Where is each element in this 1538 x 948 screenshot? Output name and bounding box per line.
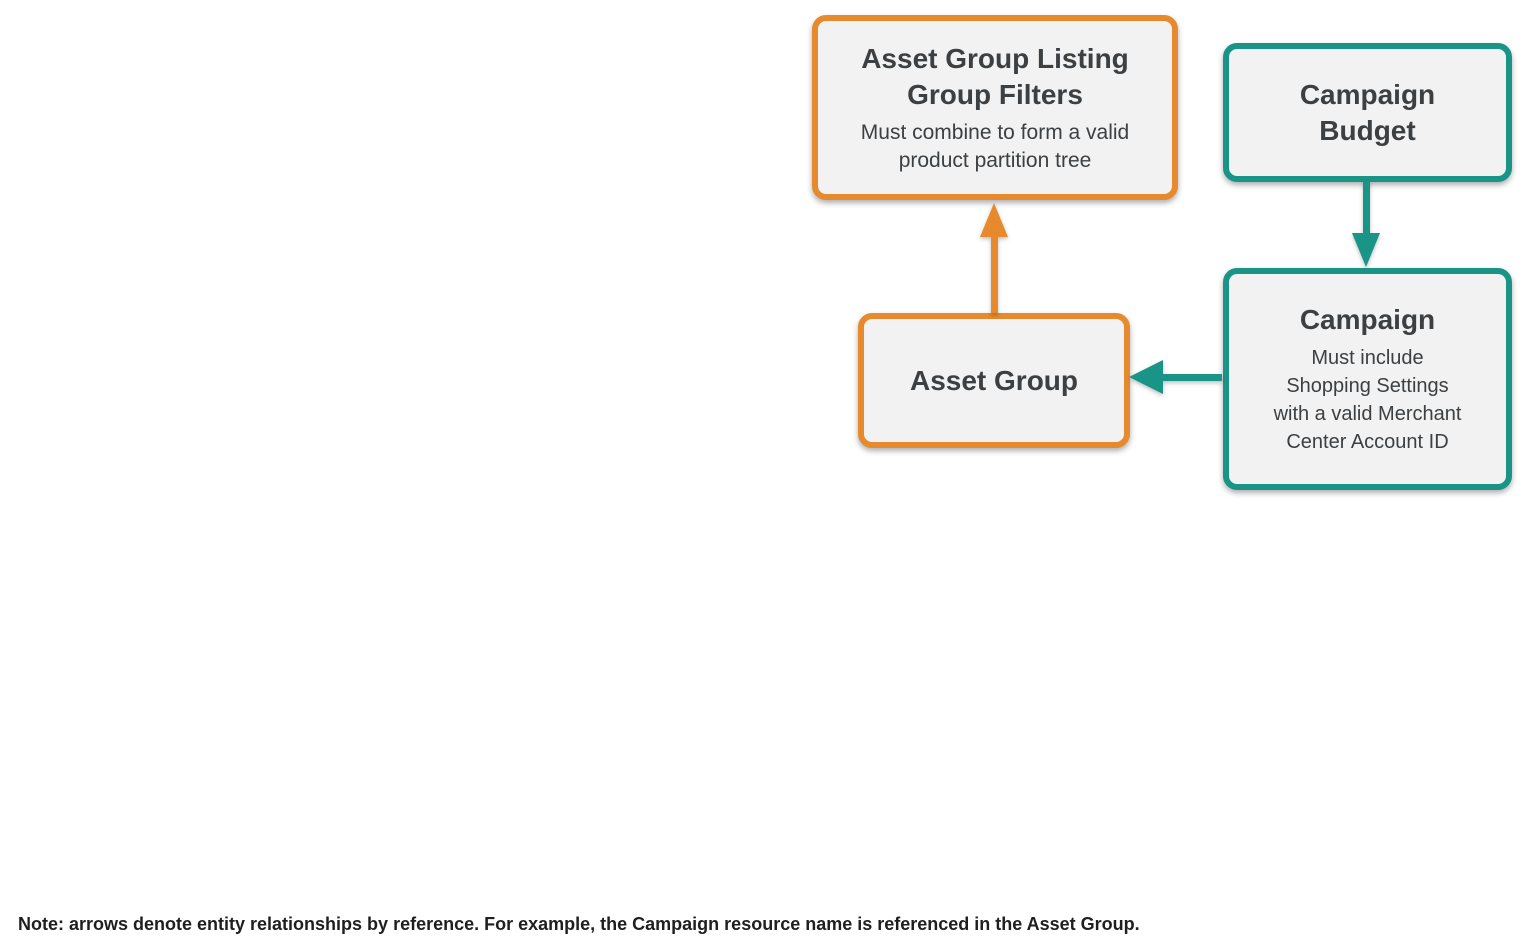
- footnote: Note: arrows denote entity relationships…: [18, 914, 1140, 934]
- arrow-campaign-budget-to-campaign: [1352, 181, 1380, 267]
- arrow-campaign-to-asset-group: [1129, 360, 1222, 394]
- arrow-shaft: [1159, 374, 1222, 381]
- node-title: Asset Group: [909, 364, 1079, 396]
- arrow-shaft: [1363, 181, 1370, 235]
- node-subtitle: Must combine to form a valid product par…: [860, 120, 1130, 172]
- arrow-asset-group-to-listing-group-filters: [980, 203, 1008, 313]
- node-subtitle: Must include Shopping Settings with a va…: [1273, 347, 1462, 453]
- arrowhead-down-icon: [1352, 233, 1380, 267]
- arrowhead-left-icon: [1129, 360, 1163, 394]
- arrow-shaft: [991, 233, 998, 313]
- node-title: Campaign Budget: [1299, 78, 1436, 146]
- node-title: Asset Group Listing Group Filters: [861, 42, 1129, 110]
- node-asset-group: Asset Group: [858, 313, 1130, 448]
- node-asset-group-listing-group-filters: Asset Group Listing Group Filters Must c…: [812, 15, 1178, 200]
- node-title: Campaign: [1299, 304, 1436, 335]
- node-campaign-budget: Campaign Budget: [1223, 43, 1512, 182]
- arrowhead-up-icon: [980, 203, 1008, 237]
- node-campaign: Campaign Must include Shopping Settings …: [1223, 268, 1512, 490]
